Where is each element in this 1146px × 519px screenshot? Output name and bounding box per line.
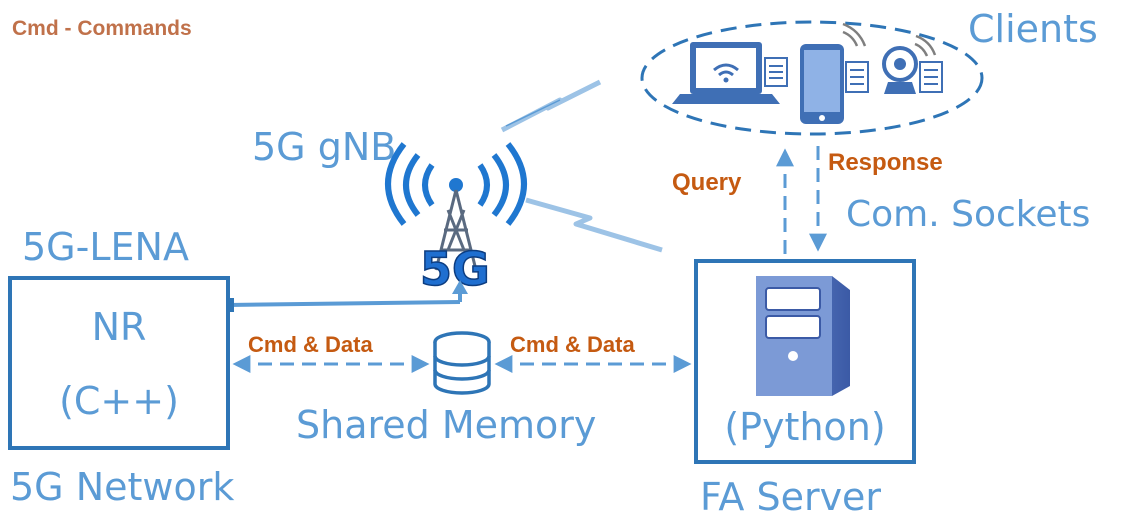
gnb-5g-badge: 5G — [420, 242, 490, 296]
laptop-icon — [672, 42, 788, 104]
camera-icon — [882, 34, 943, 94]
nr-gnb-link — [227, 300, 461, 307]
lena-title: 5G-LENA — [22, 225, 189, 269]
response-label: Response — [828, 149, 943, 176]
server-box — [694, 259, 916, 464]
shared-memory-label: Shared Memory — [296, 403, 596, 447]
left-cmd-label: Cmd & Data — [248, 332, 373, 357]
nr-box-line2: (C++) — [59, 379, 179, 423]
query-label: Query — [672, 169, 742, 196]
gnb-title: 5G gNB — [252, 125, 396, 169]
server-box-label: (Python) — [724, 405, 885, 449]
smartphone-icon — [800, 22, 869, 124]
sockets-label: Com. Sockets — [846, 194, 1090, 235]
wireless-link-upper — [500, 79, 602, 133]
server-caption: FA Server — [700, 475, 881, 519]
right-cmd-label: Cmd & Data — [510, 332, 635, 357]
network-caption: 5G Network — [10, 465, 234, 509]
nr-module-box — [8, 276, 230, 450]
legend-text: Cmd - Commands — [12, 17, 192, 40]
database-icon — [433, 331, 491, 395]
wireless-link-lower — [525, 197, 663, 253]
antenna-tower-icon — [385, 142, 527, 271]
clients-group — [640, 20, 984, 136]
clients-title: Clients — [968, 7, 1098, 51]
nr-box-line1: NR — [92, 305, 147, 349]
server-icon — [756, 276, 850, 396]
